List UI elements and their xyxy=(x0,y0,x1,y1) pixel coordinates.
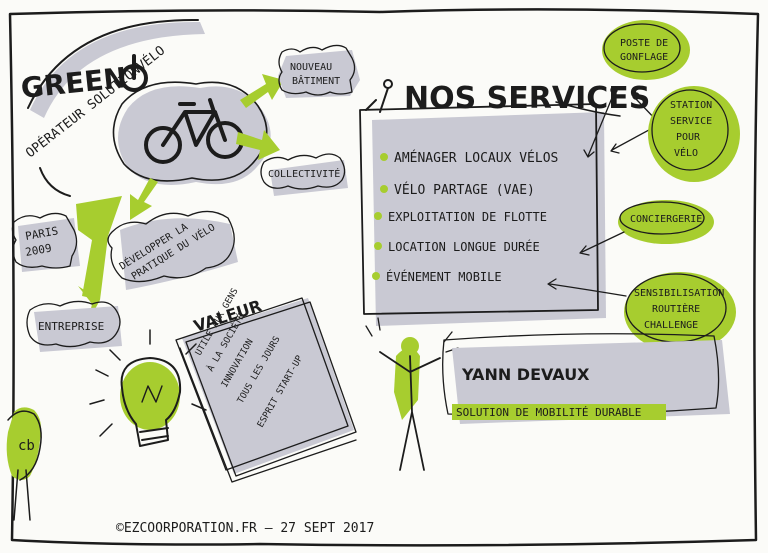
paris-year: 2009 xyxy=(24,242,52,259)
speaker-role: SOLUTION DE MOBILITÉ DURABLE xyxy=(456,406,641,419)
service-item-3: LOCATION LONGUE DURÉE xyxy=(374,239,540,254)
page-frame xyxy=(8,8,760,547)
station-label-4: VÉLO xyxy=(674,146,698,159)
cloud-paris: PARIS 2009 xyxy=(11,212,80,272)
service-label: VÉLO PARTAGE (VAE) xyxy=(394,182,535,198)
poste-label-1: POSTE DE xyxy=(620,38,668,49)
services-section: NOS SERVICES AMÉNAGER LOCAUX VÉLOS VÉLO … xyxy=(359,79,650,326)
speaker-name: YANN DEVAUX xyxy=(461,365,590,384)
note-poste-gonflage: POSTE DE GONFLAGE xyxy=(602,20,690,80)
nouveau-label-2: BÂTIMENT xyxy=(292,74,340,87)
sensibilisation-label-1: SENSIBILISATION xyxy=(634,288,724,299)
service-label: ÉVÉNEMENT MOBILE xyxy=(386,269,502,284)
services-title: NOS SERVICES xyxy=(404,81,650,116)
service-label: EXPLOITATION DE FLOTTE xyxy=(388,210,547,224)
power-logo-icon xyxy=(120,54,148,92)
bicycle-icon xyxy=(144,98,244,164)
sensibilisation-label-2: ROUTIÈRE xyxy=(652,302,700,315)
service-label: AMÉNAGER LOCAUX VÉLOS xyxy=(394,150,558,166)
conciergerie-label: CONCIERGERIE xyxy=(630,214,702,225)
station-label-1: STATION xyxy=(670,100,712,111)
bike-cloud xyxy=(112,81,271,185)
service-item-1: VÉLO PARTAGE (VAE) xyxy=(380,182,535,198)
sensibilisation-label-3: CHALLENGE xyxy=(644,320,698,331)
arrow-to-nouveau-batiment xyxy=(240,74,284,108)
cloud-developper: DÉVELOPPER LA PRATIQUE DU VÉLO xyxy=(107,210,238,290)
arrow-down-left xyxy=(130,178,158,220)
service-item-4: ÉVÉNEMENT MOBILE xyxy=(372,269,502,284)
cloud-nouveau-batiment: NOUVEAU BÂTIMENT xyxy=(278,44,360,98)
station-label-3: POUR xyxy=(676,132,701,143)
paris-label: PARIS xyxy=(24,224,59,243)
speaker-box: YANN DEVAUX SOLUTION DE MOBILITÉ DURABLE xyxy=(442,333,730,424)
cloud-entreprise: ENTREPRISE xyxy=(26,300,122,352)
station-label-2: SERVICE xyxy=(670,116,712,127)
nouveau-label-1: NOUVEAU xyxy=(290,62,332,73)
arrow-to-collectivite xyxy=(236,130,280,160)
cloud-collectivite: COLLECTIVITÉ xyxy=(260,153,348,196)
pushpin-icon xyxy=(365,79,393,113)
green-seven-arrow xyxy=(76,196,122,300)
poste-label-2: GONFLAGE xyxy=(620,52,668,63)
service-item-2: EXPLOITATION DE FLOTTE xyxy=(374,210,547,224)
person-figure xyxy=(365,317,459,471)
entreprise-label: ENTREPRISE xyxy=(38,320,104,333)
signature-initials: cb xyxy=(18,438,35,454)
valeur-stack: VALEUR UTILE AUX GENS À LA SOCIÉTÉ INNOV… xyxy=(175,287,357,483)
note-sensibilisation: SENSIBILISATION ROUTIÈRE CHALLENGE xyxy=(547,272,736,352)
collectivite-label: COLLECTIVITÉ xyxy=(268,167,340,180)
note-station-service: STATION SERVICE POUR VÉLO xyxy=(648,86,740,182)
arrow-to-entreprise xyxy=(78,286,100,322)
signature-figure: cb xyxy=(6,407,42,521)
footer-credit: ©EZCOORPORATION.FR — 27 SEPT 2017 xyxy=(116,521,374,536)
note-conciergerie: CONCIERGERIE xyxy=(579,200,714,256)
service-label: LOCATION LONGUE DURÉE xyxy=(388,239,540,254)
lightbulb-icon xyxy=(89,329,207,447)
service-item-0: AMÉNAGER LOCAUX VÉLOS xyxy=(380,150,558,166)
